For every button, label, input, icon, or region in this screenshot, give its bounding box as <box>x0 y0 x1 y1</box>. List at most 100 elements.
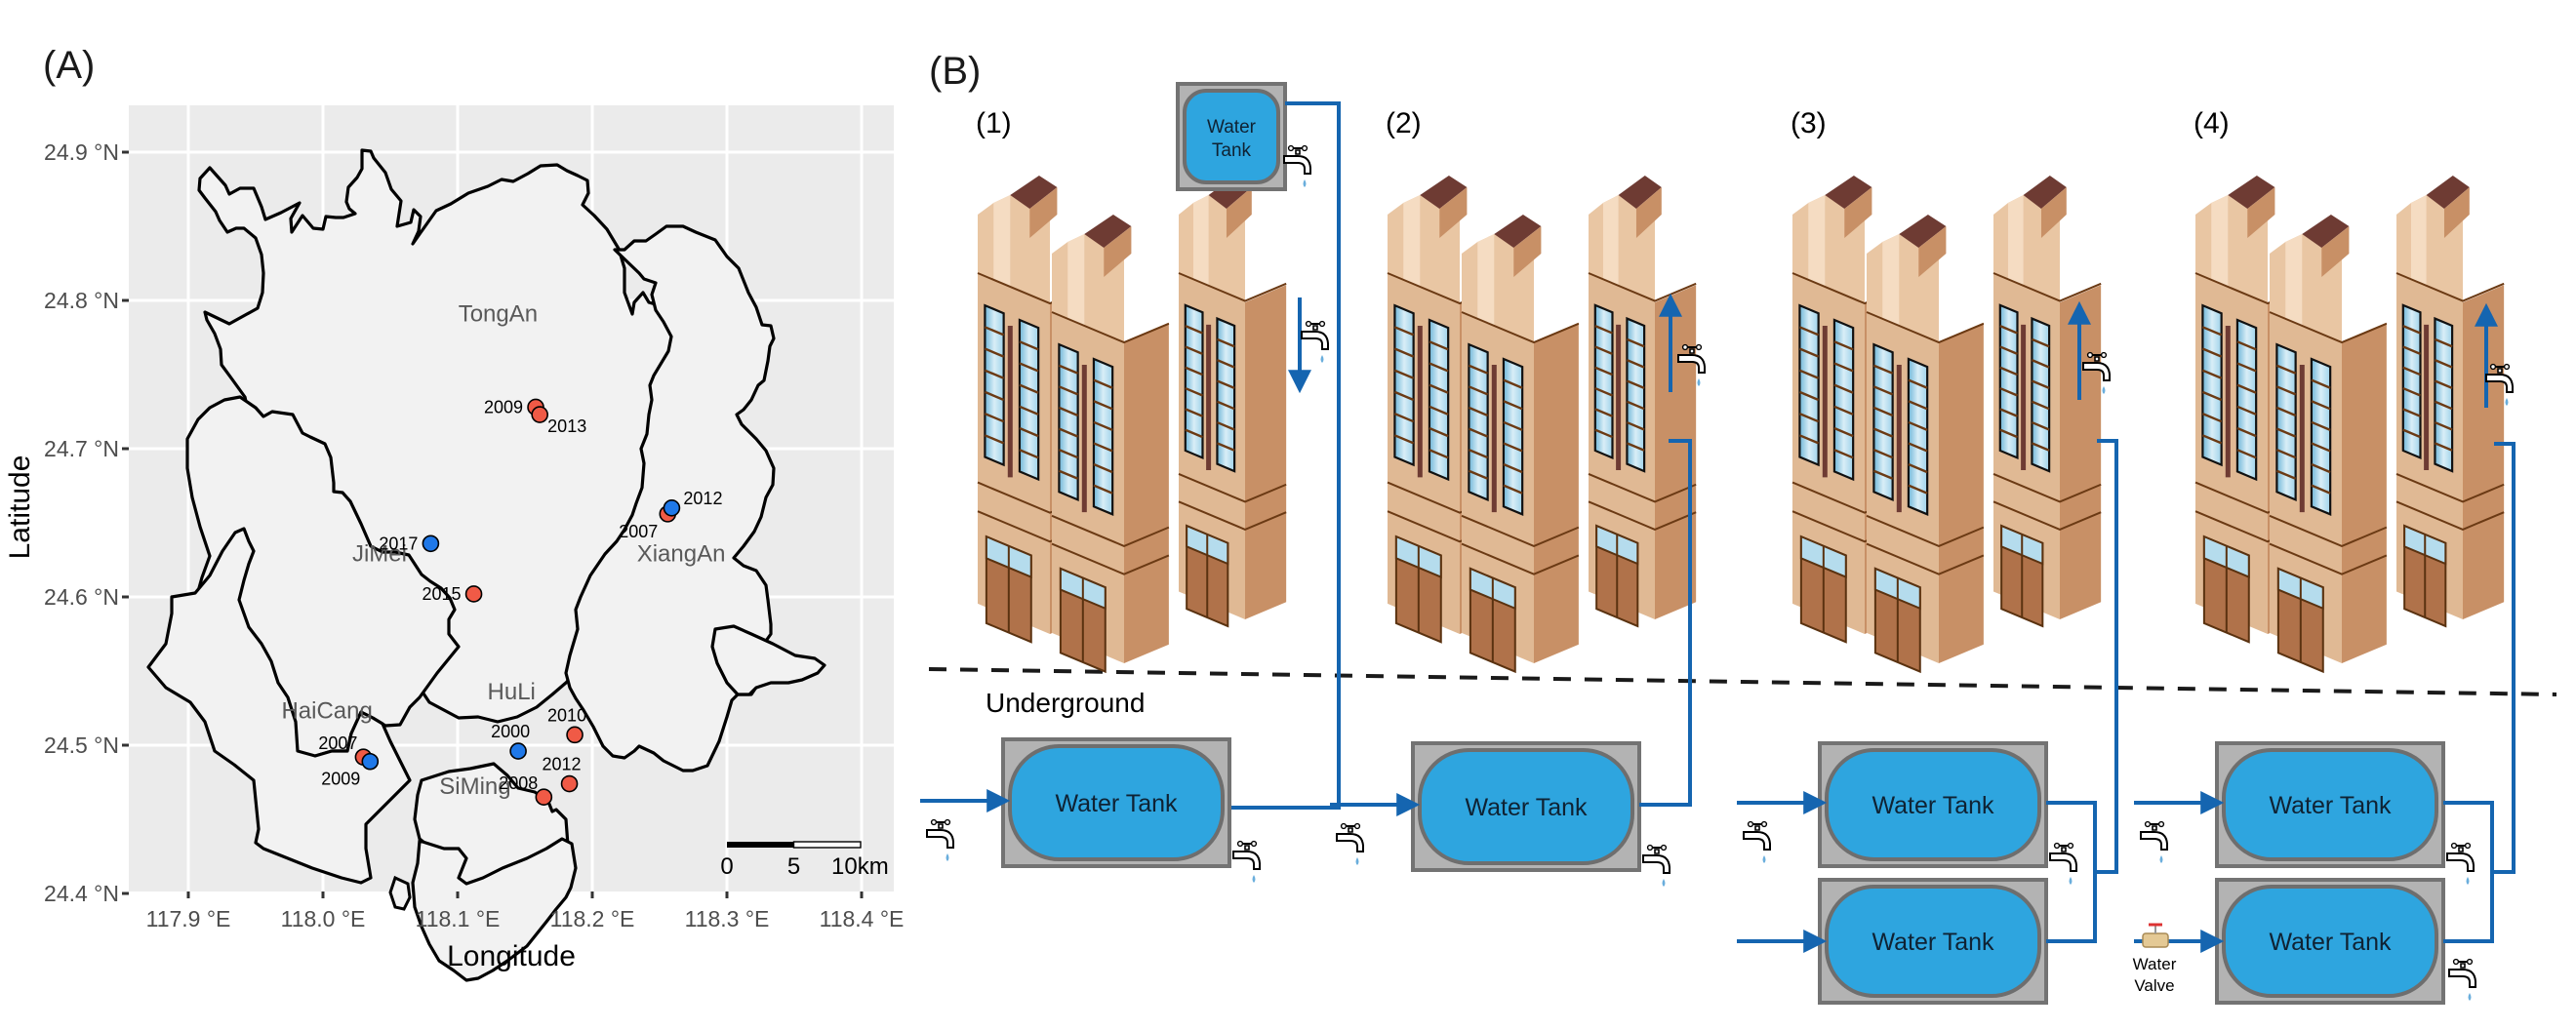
x-axis-title: Longitude <box>447 940 576 972</box>
building-window <box>1058 342 1079 502</box>
building-roof <box>1084 215 1132 248</box>
building-crown-highlight <box>2285 234 2303 326</box>
window-mullion <box>2201 326 2223 337</box>
window-mullion <box>1468 364 1489 375</box>
water-valve-body <box>2142 932 2169 948</box>
x-tick-label: 117.9 °E <box>146 906 231 931</box>
riser-pipe <box>1639 439 1692 807</box>
window-mullion <box>1798 369 1820 379</box>
water-tank-label: Water Tank <box>1465 794 1588 821</box>
window-mullion <box>2311 378 2331 389</box>
window-mullion <box>1429 449 1449 459</box>
window-mullion <box>2201 347 2223 358</box>
water-tank: Water Tank <box>2215 741 2445 868</box>
window-mullion <box>2434 337 2453 348</box>
building-window <box>1184 303 1204 460</box>
building-roof <box>1618 176 1662 209</box>
y-axis-ticks: 24.4 °N24.5 °N24.6 °N24.7 °N24.8 °N24.9 … <box>44 139 129 906</box>
building-roof-side <box>1104 226 1132 277</box>
window-mullion <box>1429 340 1449 351</box>
window-mullion <box>984 347 1005 358</box>
sample-point-red <box>531 406 548 423</box>
window-mullion <box>2236 362 2257 373</box>
window-mullion <box>1019 340 1039 351</box>
window-mullion <box>1429 426 1449 438</box>
district-siming-boundary <box>411 837 578 982</box>
scenario-label: (2) <box>1386 107 1422 139</box>
building-floor-band <box>1588 500 1697 531</box>
window-mullion <box>2275 449 2297 459</box>
building-floor-band <box>1178 272 1287 302</box>
building-crown-highlight <box>2211 195 2229 287</box>
y-tick-label: 24.5 °N <box>44 733 119 758</box>
y-tick-label: 24.8 °N <box>44 288 119 313</box>
window-mullion <box>2402 386 2421 397</box>
window-mullion <box>1833 405 1854 416</box>
water-valve-label: Valve <box>2134 976 2174 995</box>
window-mullion <box>2402 428 2421 439</box>
faucet-icon <box>2140 820 2168 864</box>
building <box>1866 215 1985 674</box>
water-tank-label: Water <box>1207 117 1257 138</box>
window-mullion <box>2236 340 2257 351</box>
panel-b-label: (B) <box>929 50 981 93</box>
building-window <box>1393 303 1415 467</box>
building-window <box>1468 342 1489 502</box>
building-roof-side <box>1918 226 1947 277</box>
window-mullion <box>1503 484 1523 495</box>
building-window <box>2275 342 2297 502</box>
building-floor-band <box>1866 311 1985 344</box>
building-window <box>1216 316 1236 473</box>
window-mullion <box>1594 325 1613 335</box>
building-crown-highlight <box>1882 234 1900 326</box>
window-mullion <box>1093 378 1113 389</box>
window-mullion <box>2201 434 2223 445</box>
window-mullion <box>2201 390 2223 402</box>
x-tick-label: 118.2 °E <box>550 906 635 931</box>
faucet-icon <box>1642 844 1670 888</box>
water-valve-label: Water <box>2133 955 2177 973</box>
building-crown-highlight <box>2007 195 2024 286</box>
building-window <box>984 303 1005 467</box>
window-mullion <box>1058 385 1079 396</box>
scenario-2: (2) Water Tank <box>1330 107 1706 888</box>
window-mullion <box>1626 420 1645 431</box>
building-floor-band <box>2269 311 2388 344</box>
building-side-wall <box>1245 285 1287 619</box>
window-mullion <box>984 326 1005 337</box>
window-mullion <box>2434 442 2453 452</box>
window-mullion <box>1058 406 1079 417</box>
building <box>1992 176 2102 628</box>
window-mullion <box>1872 364 1894 375</box>
building-roof-side <box>1029 187 1058 238</box>
window-mullion <box>1908 442 1928 453</box>
window-mullion <box>1626 442 1645 452</box>
window-mullion <box>1093 442 1113 453</box>
building-window <box>1018 318 1040 482</box>
water-tank-label: Water Tank <box>1872 792 1994 819</box>
sample-point-year-label: 2012 <box>683 489 722 508</box>
building-floor-band <box>1588 272 1697 302</box>
window-mullion <box>2311 484 2331 495</box>
window-mullion <box>2031 420 2050 431</box>
window-mullion <box>1798 347 1820 358</box>
building <box>2269 215 2388 674</box>
scenario-label: (4) <box>2194 107 2230 139</box>
window-mullion <box>1503 442 1523 453</box>
window-mullion <box>1429 383 1449 394</box>
sample-point-year-label: 2007 <box>318 733 357 753</box>
building-floor-band <box>2269 514 2388 547</box>
window-mullion <box>2236 449 2257 459</box>
district-label-huli: HuLi <box>488 679 536 705</box>
building-window <box>1626 316 1646 473</box>
window-mullion <box>1833 362 1854 373</box>
window-mullion <box>1393 413 1415 423</box>
window-mullion <box>1594 428 1613 439</box>
district-label-xiangan: XiangAn <box>637 541 726 568</box>
y-tick-label: 24.7 °N <box>44 436 119 461</box>
building-roof <box>1010 176 1058 209</box>
window-mullion <box>2275 469 2297 480</box>
window-mullion <box>1093 400 1113 411</box>
